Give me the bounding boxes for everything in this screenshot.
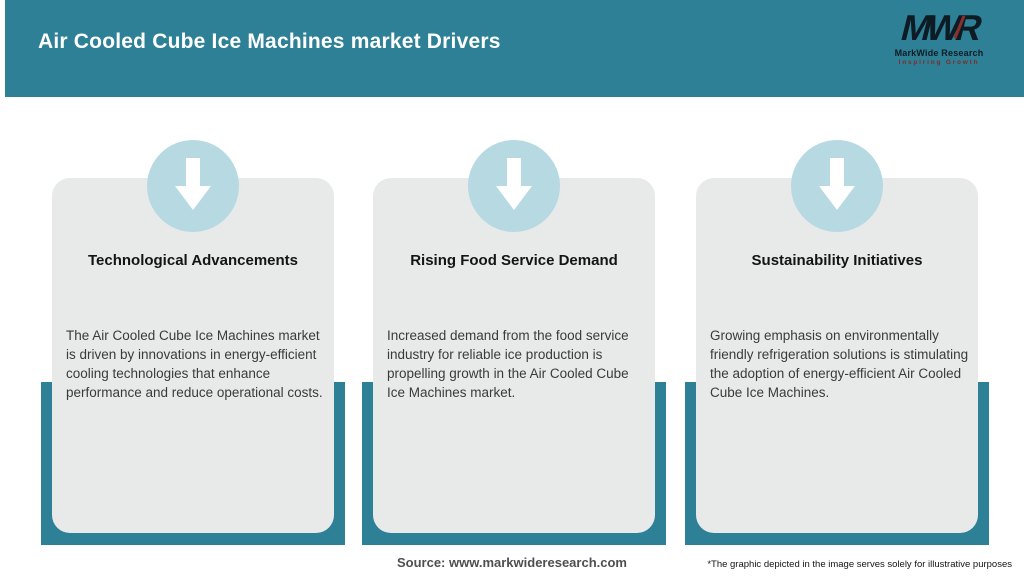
mwr-logo-icon: MWR (896, 7, 982, 48)
card-description: Growing emphasis on environmentally frie… (710, 328, 969, 400)
driver-card-sustainability-initiatives: Sustainability Initiatives Growing empha… (685, 140, 989, 547)
logo-name: MarkWide Research (894, 48, 984, 58)
page-title: Air Cooled Cube Ice Machines market Driv… (38, 30, 501, 53)
logo-mark-wrap: MWR (897, 7, 982, 48)
card-panel: Rising Food Service Demand Increased dem… (373, 178, 655, 533)
card-title: Sustainability Initiatives (751, 252, 923, 269)
disclaimer-text: *The graphic depicted in the image serve… (707, 559, 1012, 570)
header: Air Cooled Cube Ice Machines market Driv… (5, 0, 1024, 97)
card-icon-badge (147, 140, 239, 232)
card-icon-badge (468, 140, 560, 232)
arrow-down-icon (175, 158, 211, 210)
source-text: Source: www.markwideresearch.com (396, 555, 627, 570)
arrow-down-icon (496, 158, 532, 210)
markwide-research-logo: MWR MarkWide Research Inspiring Growth (874, 7, 1004, 67)
card-description: The Air Cooled Cube Ice Machines market … (66, 328, 323, 400)
card-icon-badge (791, 140, 883, 232)
card-panel: Sustainability Initiatives Growing empha… (696, 178, 978, 533)
logo-tagline: Inspiring Growth (898, 59, 980, 66)
card-description: Increased demand from the food service i… (387, 328, 629, 400)
driver-card-rising-food-service-demand: Rising Food Service Demand Increased dem… (362, 140, 666, 547)
card-title: Technological Advancements (87, 252, 299, 269)
card-panel: Technological Advancements The Air Coole… (52, 178, 334, 533)
card-title: Rising Food Service Demand (410, 252, 618, 269)
arrow-down-icon (819, 158, 855, 210)
driver-card-technological-advancements: Technological Advancements The Air Coole… (41, 140, 345, 547)
